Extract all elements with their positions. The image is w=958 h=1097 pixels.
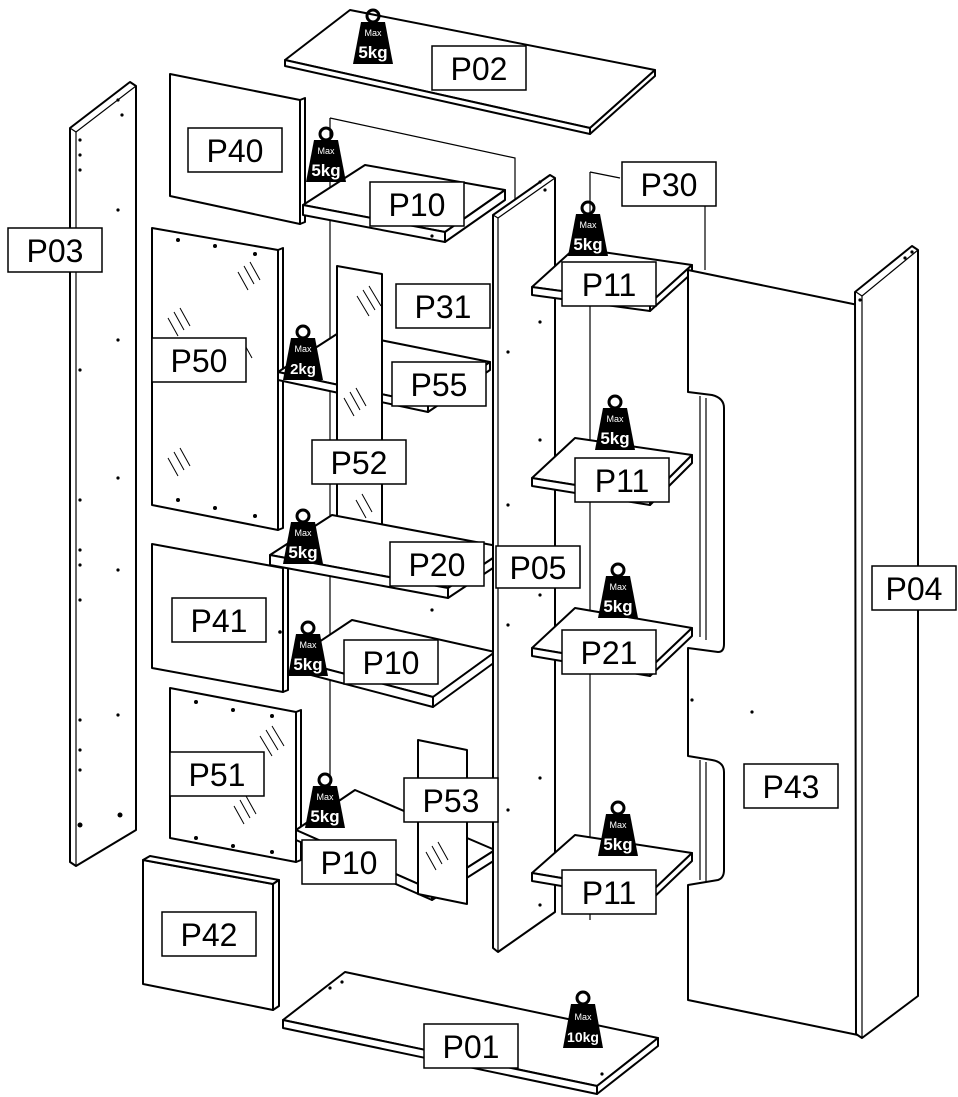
weight-icon: Max 5kg xyxy=(353,8,393,64)
svg-text:Max: Max xyxy=(294,528,312,538)
svg-text:Max: Max xyxy=(364,28,382,38)
weight-icon: Max 5kg xyxy=(288,620,328,676)
svg-text:Max: Max xyxy=(609,582,627,592)
label-p31: P31 xyxy=(395,283,491,329)
svg-text:P10: P10 xyxy=(363,645,420,681)
weight-icon: Max 5kg xyxy=(595,394,635,450)
svg-text:P30: P30 xyxy=(641,167,698,203)
svg-text:P52: P52 xyxy=(331,445,388,481)
weight-icon: Max 5kg xyxy=(598,800,638,856)
weight-icon: Max 5kg xyxy=(598,562,638,618)
svg-text:P04: P04 xyxy=(886,571,943,607)
svg-text:P43: P43 xyxy=(763,769,820,805)
svg-text:P20: P20 xyxy=(409,547,466,583)
label-p21: P21 xyxy=(561,629,657,675)
svg-text:P01: P01 xyxy=(443,1029,500,1065)
svg-text:P50: P50 xyxy=(171,343,228,379)
svg-text:P31: P31 xyxy=(415,289,472,325)
label-p20: P20 xyxy=(389,541,485,587)
svg-text:5kg: 5kg xyxy=(358,43,387,62)
label-p10-upper: P10 xyxy=(369,181,465,227)
weight-icon: Max 5kg xyxy=(305,772,345,828)
svg-text:5kg: 5kg xyxy=(310,807,339,826)
svg-text:Max: Max xyxy=(606,414,624,424)
svg-text:P11: P11 xyxy=(582,875,637,911)
svg-text:P40: P40 xyxy=(207,133,264,169)
weight-icon: Max 2kg xyxy=(283,324,323,380)
label-p03: P03 xyxy=(7,227,103,273)
weight-icon: Max 5kg xyxy=(283,508,323,564)
panel-p03-left-side xyxy=(69,81,137,867)
label-p30: P30 xyxy=(621,161,717,207)
label-p11-bottom: P11 xyxy=(561,869,657,915)
svg-text:P05: P05 xyxy=(510,550,567,586)
svg-text:P02: P02 xyxy=(451,51,508,87)
panel-p52-glass xyxy=(336,265,383,551)
label-p11-middle: P11 xyxy=(574,457,670,503)
svg-text:5kg: 5kg xyxy=(603,597,632,616)
label-p42: P42 xyxy=(161,911,257,957)
label-p53: P53 xyxy=(403,777,499,823)
label-p52: P52 xyxy=(311,439,407,485)
svg-text:Max: Max xyxy=(574,1012,592,1022)
svg-text:P03: P03 xyxy=(27,233,84,269)
label-p05: P05 xyxy=(495,545,581,589)
label-p10-middle: P10 xyxy=(343,639,439,685)
svg-text:P55: P55 xyxy=(411,367,468,403)
label-p55: P55 xyxy=(391,361,487,407)
label-p43: P43 xyxy=(743,763,839,809)
svg-text:Max: Max xyxy=(299,640,317,650)
panel-p43-door xyxy=(687,269,859,1036)
svg-text:P11: P11 xyxy=(595,463,650,499)
svg-text:Max: Max xyxy=(294,344,312,354)
svg-text:Max: Max xyxy=(316,792,334,802)
svg-text:5kg: 5kg xyxy=(573,235,602,254)
panel-p04-right-side xyxy=(854,245,919,1039)
svg-text:5kg: 5kg xyxy=(288,543,317,562)
label-p11-top: P11 xyxy=(561,261,657,307)
weight-icon: Max 5kg xyxy=(568,200,608,256)
svg-text:Max: Max xyxy=(579,220,597,230)
svg-text:P11: P11 xyxy=(582,267,637,303)
svg-text:P53: P53 xyxy=(423,783,480,819)
svg-text:5kg: 5kg xyxy=(603,835,632,854)
label-p01: P01 xyxy=(423,1023,519,1069)
svg-text:P10: P10 xyxy=(321,845,378,881)
svg-text:Max: Max xyxy=(609,820,627,830)
svg-text:P21: P21 xyxy=(581,635,638,671)
label-p51: P51 xyxy=(169,751,265,797)
label-p40: P40 xyxy=(187,127,283,173)
label-p04: P04 xyxy=(871,565,957,611)
svg-text:P41: P41 xyxy=(191,603,248,639)
label-p02: P02 xyxy=(431,45,527,91)
label-p50: P50 xyxy=(151,337,247,383)
weight-icon: Max 10kg xyxy=(563,990,603,1048)
label-p10-lower: P10 xyxy=(301,839,397,885)
svg-text:5kg: 5kg xyxy=(293,655,322,674)
svg-text:Max: Max xyxy=(317,146,335,156)
svg-text:2kg: 2kg xyxy=(290,361,316,378)
svg-text:10kg: 10kg xyxy=(567,1029,599,1045)
svg-text:P10: P10 xyxy=(389,187,446,223)
svg-text:P42: P42 xyxy=(181,917,238,953)
svg-text:5kg: 5kg xyxy=(311,161,340,180)
weight-icon: Max 5kg xyxy=(306,126,346,182)
svg-text:P51: P51 xyxy=(189,757,246,793)
svg-text:5kg: 5kg xyxy=(600,429,629,448)
label-p41: P41 xyxy=(171,597,267,643)
